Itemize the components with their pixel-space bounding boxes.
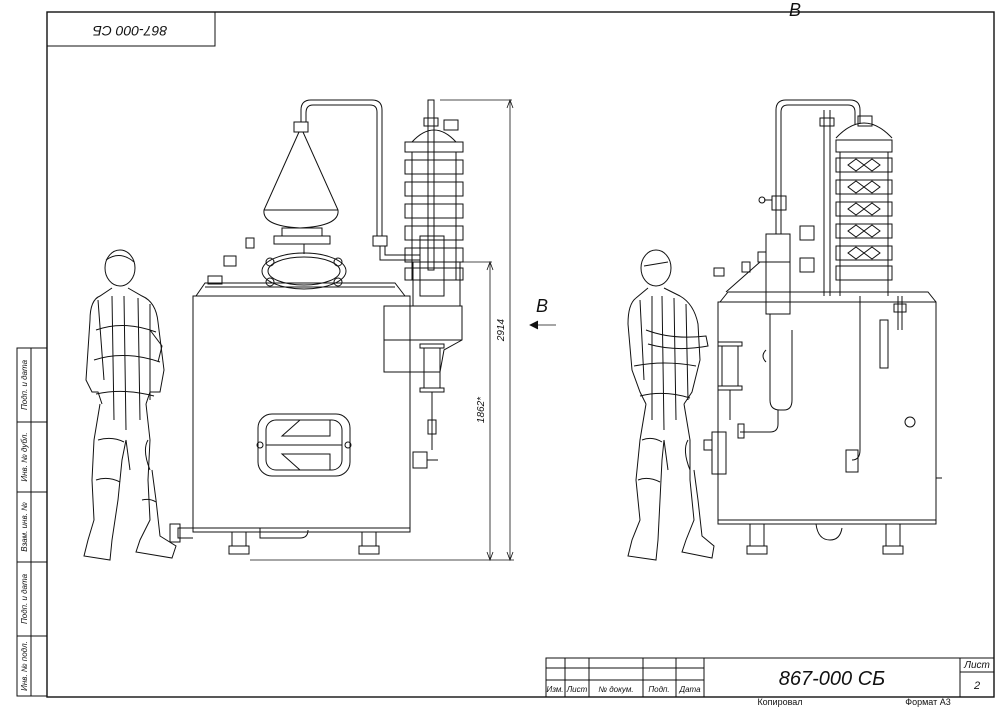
- title-column-date: Дата: [678, 685, 701, 694]
- format-label: Формат А3: [905, 697, 950, 707]
- copied-label: Копировал: [757, 697, 802, 707]
- side-strip: [16, 347, 48, 697]
- view-marker: В: [536, 296, 548, 316]
- sight-glass: [257, 413, 351, 477]
- mirrored-number-box: [46, 11, 216, 47]
- mirrored-drawing-number: 867-000 СБ: [93, 23, 168, 39]
- side-strip-label: Взам. инв. №: [20, 502, 29, 552]
- title-block: [545, 657, 995, 698]
- side-strip-label: Подп. и дата: [20, 573, 29, 624]
- side-strip-label: Инв. № дубл.: [20, 432, 29, 481]
- side-strip-label: Подп. и дата: [20, 359, 29, 410]
- column-sections-side: [835, 139, 893, 296]
- sheet-label: Лист: [963, 660, 990, 671]
- title-column-sheet: Лист: [566, 685, 588, 694]
- human-figure-left: [83, 249, 177, 561]
- sheet-number: 2: [973, 680, 980, 692]
- sheet-frame: [46, 11, 995, 698]
- side-view: [703, 99, 942, 555]
- vapour-pipe: [300, 99, 383, 236]
- human-figure-right: [627, 249, 715, 561]
- dimension-overall-height: 2914: [496, 318, 507, 342]
- side-strip-label: Инв. № подл.: [20, 641, 29, 691]
- condenser-box: [383, 305, 463, 373]
- dimension-body-height: 1862*: [476, 396, 487, 423]
- vessel-body-front: [192, 295, 411, 529]
- title-column-sign: Подп.: [648, 685, 669, 694]
- parrot-front: [423, 347, 441, 389]
- dimension-lines: [250, 98, 556, 562]
- helmet-cone: [263, 131, 339, 229]
- view-marker-top: В: [789, 0, 801, 20]
- title-column-change: Изм.: [546, 685, 563, 694]
- title-column-doc: № докум.: [598, 685, 633, 694]
- front-view: [169, 99, 464, 555]
- vessel-body-side: [717, 301, 937, 525]
- drawing-number: 867-000 СБ: [779, 668, 885, 690]
